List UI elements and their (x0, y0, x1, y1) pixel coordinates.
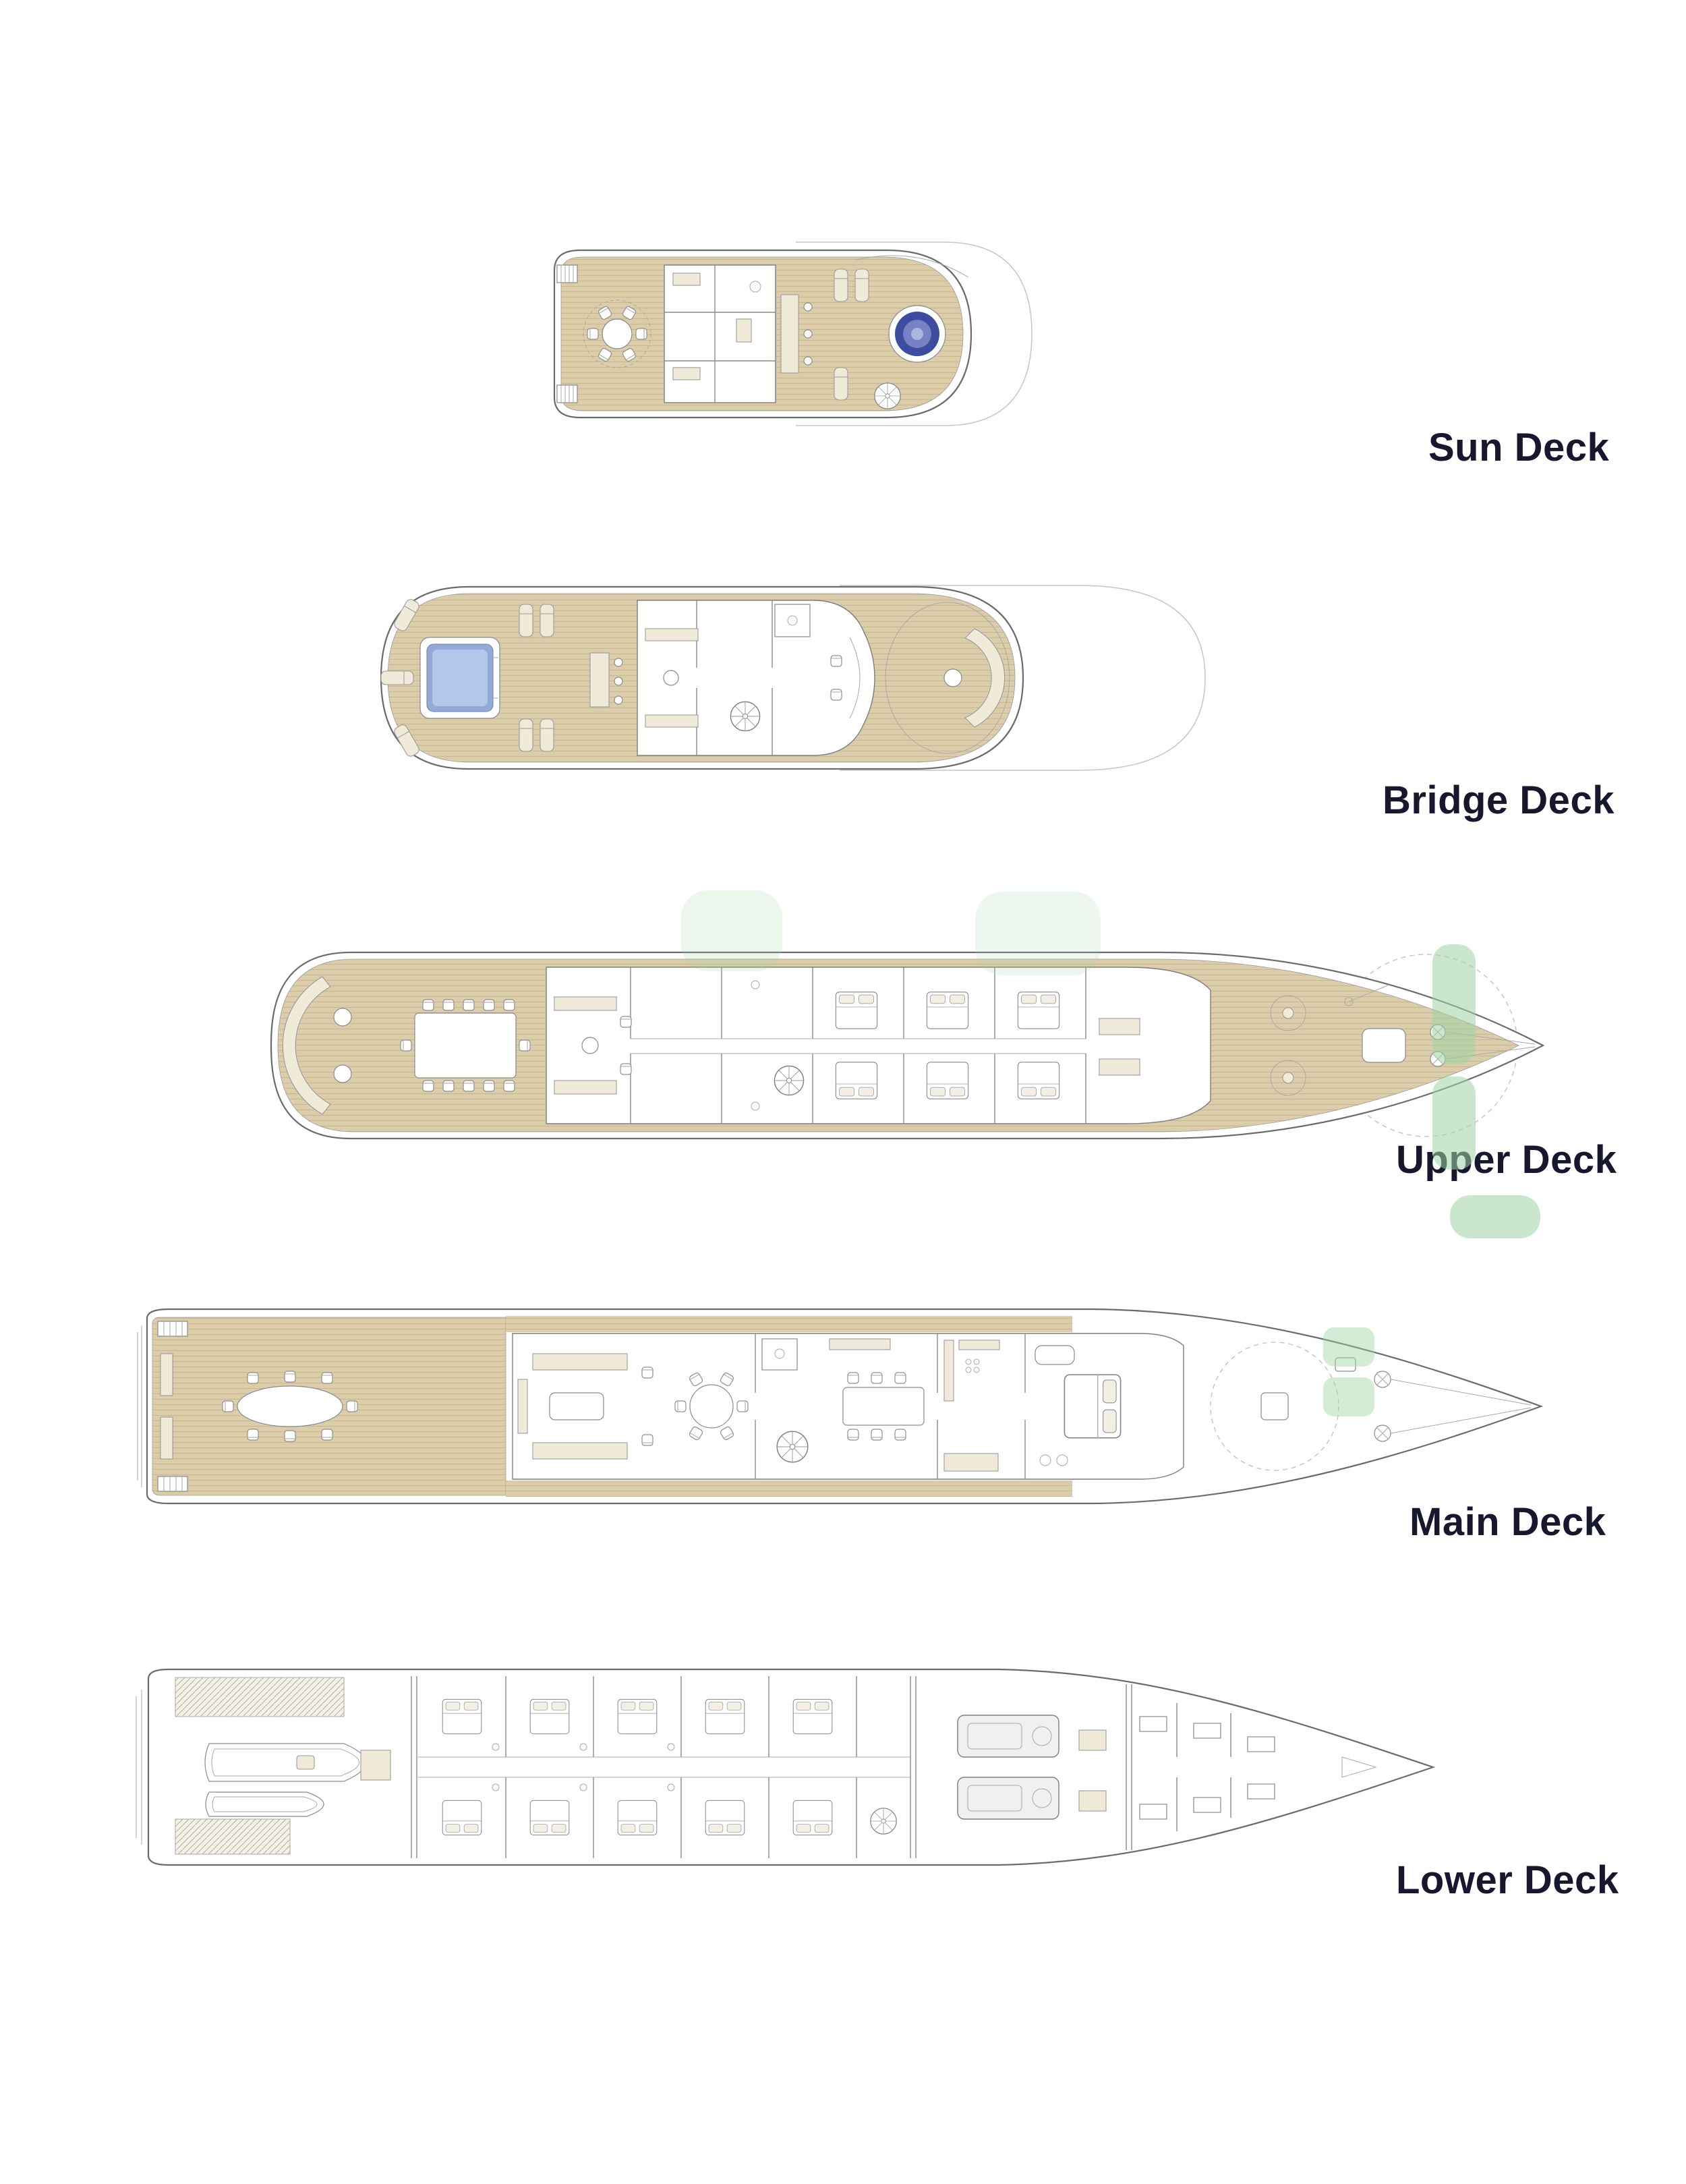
bar-counter (589, 652, 623, 708)
bridge-interior (637, 600, 875, 756)
side-deck-port (506, 1316, 1072, 1332)
bow-seating-pods (1270, 995, 1306, 1096)
aft-dining-table (160, 1353, 358, 1460)
chain-locker (1341, 1756, 1377, 1778)
spiral-stairs-icon (774, 1065, 805, 1096)
pool-icon (419, 637, 500, 719)
watermark-shape (1450, 1195, 1540, 1238)
stern-stairs (556, 264, 578, 403)
deck-label-lower-deck: Lower Deck (1396, 1858, 1619, 1902)
forward-seating-oval (885, 602, 1010, 754)
hardtop-outline (796, 241, 1033, 426)
bow-deck-equipment (1210, 1342, 1532, 1471)
tender-boat-icon (204, 1743, 366, 1782)
spiral-stairs-icon (874, 382, 901, 409)
guest-cabins (442, 1676, 857, 1858)
spiral-stairs-icon (730, 701, 761, 732)
spiral-stairs-icon (776, 1431, 809, 1463)
jacuzzi (888, 305, 946, 363)
deck-label-main-deck: Main Deck (1409, 1500, 1606, 1544)
rescue-tender-icon (205, 1791, 324, 1817)
main-deck-plan (137, 1308, 1544, 1505)
crew-cabins (1139, 1703, 1275, 1831)
windscreen-line (856, 255, 969, 278)
main-deck-interior (512, 1333, 1184, 1480)
side-deck-starboard (506, 1481, 1072, 1497)
alfresco-dining-table (400, 999, 531, 1092)
bar-counter (780, 294, 813, 374)
engine-room (910, 1676, 1132, 1858)
aft-deck-stairs (157, 1321, 188, 1492)
upper-deck-plan (270, 951, 1545, 1140)
deck-label-sun-deck: Sun Deck (1428, 426, 1610, 469)
sun-deck-plan (553, 241, 1033, 426)
garage-bulkhead (411, 1676, 417, 1858)
engine-icon (957, 1777, 1059, 1820)
round-seating-area (583, 299, 651, 368)
stern-platform-lines (136, 1690, 142, 1845)
foredeck-outline (840, 585, 1206, 771)
deck-label-upper-deck: Upper Deck (1396, 1138, 1617, 1182)
spiral-stairs-icon (870, 1808, 897, 1835)
lower-deck-plan (136, 1668, 1436, 1866)
corridor-lines (418, 1756, 910, 1778)
deck-label-bridge-deck: Bridge Deck (1383, 778, 1615, 822)
garage-hatches (175, 1677, 345, 1855)
sun-deck-interior (664, 264, 776, 403)
swim-platform-lines (137, 1325, 142, 1487)
bridge-deck-plan (380, 585, 1206, 771)
upper-deck-interior (546, 967, 1211, 1124)
engine-icon (957, 1715, 1059, 1758)
aft-deck-seating (282, 976, 352, 1115)
garage-storage (360, 1750, 391, 1781)
